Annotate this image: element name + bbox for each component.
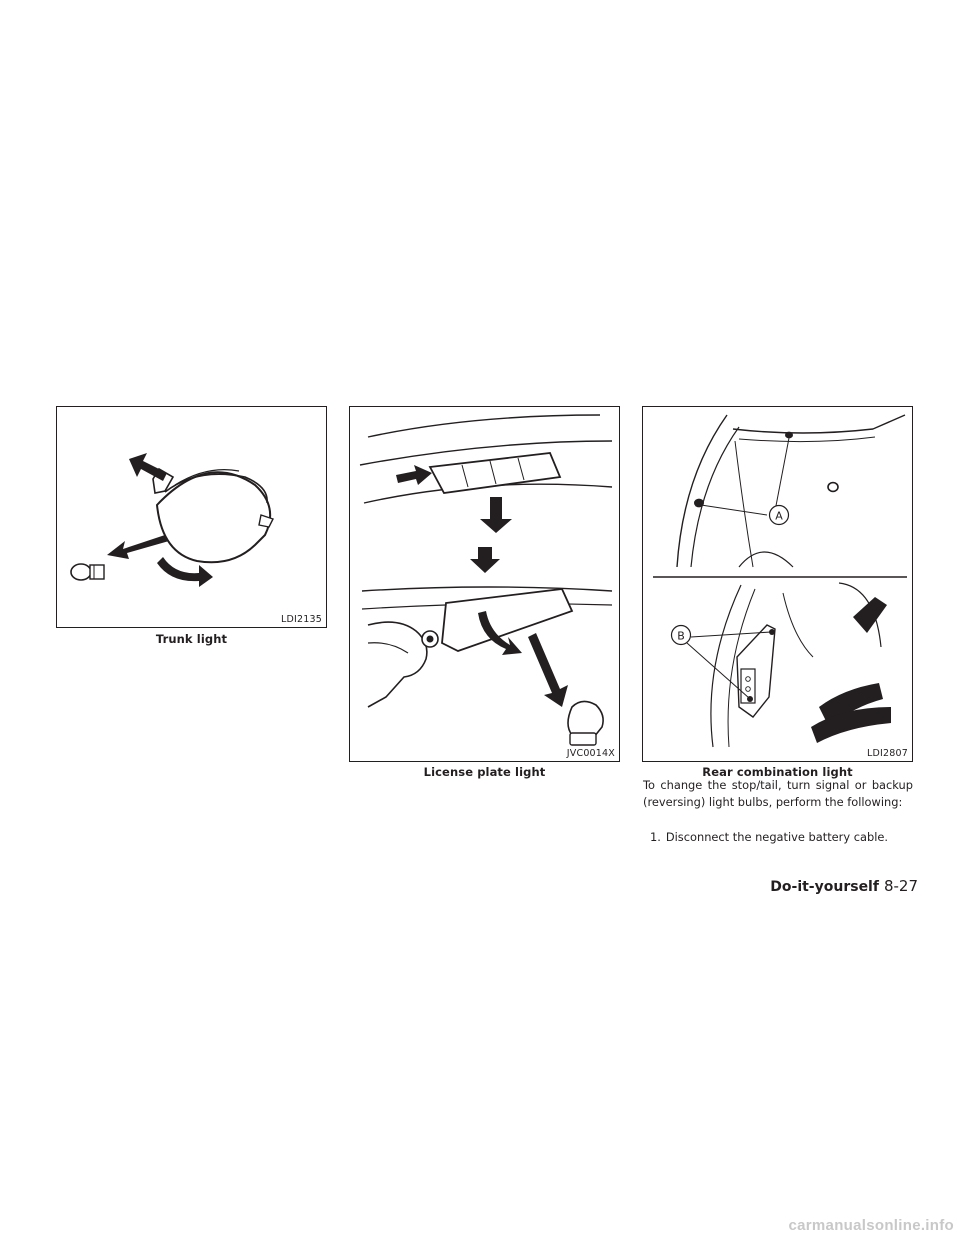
trunk-light-illustration: [70, 453, 274, 587]
figure-rear-combination-light: A B LDI2807: [642, 406, 913, 762]
license-plate-light-illustration: [359, 414, 613, 746]
step-number: 1.: [650, 830, 661, 844]
caption-license-plate-light: License plate light: [423, 765, 546, 779]
watermark: carmanualsonline.info: [788, 1217, 954, 1234]
page-footer: Do-it-yourself 8-27: [770, 877, 918, 895]
figure-code: LDI2807: [865, 748, 908, 759]
caption-rear-combination-light: Rear combination light: [702, 765, 853, 779]
figure-license-plate-light: JVC0014X: [349, 406, 620, 762]
page-number: 8-27: [883, 877, 918, 895]
figure-code: JVC0014X: [564, 748, 615, 759]
step-text: Disconnect the negative battery cable.: [665, 830, 888, 844]
callout-a-label: A: [775, 510, 783, 523]
body-paragraph: To change the stop/tail, turn signal or …: [643, 778, 913, 809]
callout-b-label: B: [677, 630, 685, 643]
rear-combination-light-illustration: A B: [653, 414, 907, 748]
figure-trunk-light: LDI2135: [56, 406, 327, 628]
footer-section-title: Do-it-yourself: [770, 879, 879, 895]
figure-code: LDI2135: [279, 614, 322, 625]
caption-trunk-light: Trunk light: [155, 632, 228, 646]
step-item: 1. Disconnect the negative battery cable…: [650, 829, 916, 846]
